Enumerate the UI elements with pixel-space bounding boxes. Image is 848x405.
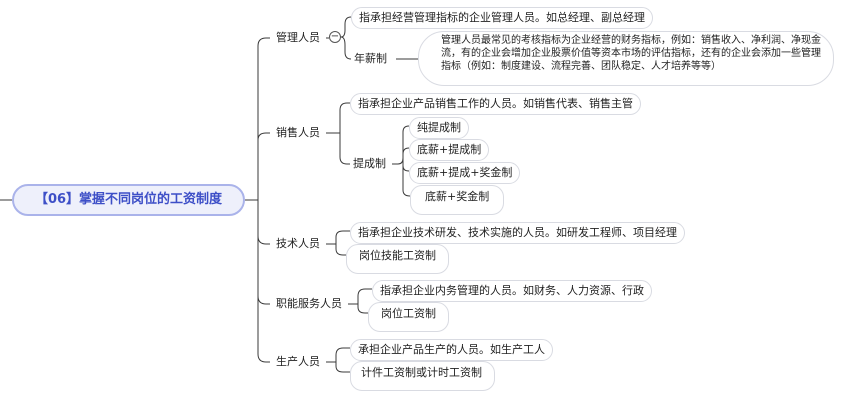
connector-sales-desc (339, 102, 350, 133)
sales-salary-system[interactable]: 提成制 (353, 157, 386, 170)
root-topic[interactable]: 【06】掌握不同岗位的工资制度 (12, 184, 245, 216)
collapse-toggle-icon[interactable]: − (329, 31, 341, 43)
connector-sales-sub (339, 133, 350, 165)
connector-mgmt-desc (340, 16, 352, 38)
branch-technical[interactable]: 技术人员 (270, 236, 326, 252)
sales-option-4[interactable]: 底薪+奖金制 (410, 185, 505, 215)
technical-description[interactable]: 指承担企业技术研发、技术实施的人员。如研发工程师、项目经理 (350, 222, 685, 244)
connector-sales-opt2 (402, 147, 410, 164)
management-salary-note[interactable]: 管理人员最常见的考核指标为企业经营的财务指标，例如：销售收入、净利润、净现金流，… (418, 31, 834, 86)
connector-tech-desc (335, 230, 350, 244)
branch-production[interactable]: 生产人员 (270, 354, 326, 370)
connector-sales-opt4 (402, 164, 411, 197)
sales-option-2[interactable]: 底薪+提成制 (409, 139, 490, 161)
connector-mgmt-sub (340, 36, 352, 60)
connector-sales-opt3 (402, 164, 410, 172)
branch-management[interactable]: 管理人员 (270, 30, 326, 46)
connector-tech-sys (335, 244, 346, 256)
connector-trunk-sales (257, 132, 270, 200)
connector-func-desc (357, 288, 372, 304)
connector-trunk-mgmt (257, 37, 270, 200)
management-description[interactable]: 指承担经营管理指标的企业管理人员。如总经理、副总经理 (351, 7, 653, 29)
production-description[interactable]: 承担企业产品生产的人员。如生产工人 (350, 339, 553, 361)
branch-functional-service[interactable]: 职能服务人员 (270, 296, 348, 312)
connector-sales-opt1 (392, 125, 410, 165)
connector-prod-desc (335, 347, 350, 362)
management-salary-system[interactable]: 年薪制 (354, 52, 387, 65)
connector-func-sys (357, 304, 368, 314)
functional-salary-system[interactable]: 岗位工资制 (368, 302, 449, 332)
connector-prod-sys (335, 362, 350, 373)
sales-option-1[interactable]: 纯提成制 (409, 117, 469, 139)
connector-trunk-prod (257, 200, 270, 363)
production-salary-system[interactable]: 计件工资制或计时工资制 (350, 361, 495, 391)
connector-trunk-func (257, 200, 270, 305)
sales-description[interactable]: 指承担企业产品销售工作的人员。如销售代表、销售主管 (350, 93, 641, 115)
functional-description[interactable]: 指承担企业内务管理的人员。如财务、人力资源、行政 (372, 280, 652, 302)
branch-sales[interactable]: 销售人员 (270, 125, 326, 141)
technical-salary-system[interactable]: 岗位技能工资制 (346, 244, 449, 274)
sales-option-3[interactable]: 底薪+提成+奖金制 (409, 162, 521, 184)
connector-trunk-tech (257, 200, 270, 245)
